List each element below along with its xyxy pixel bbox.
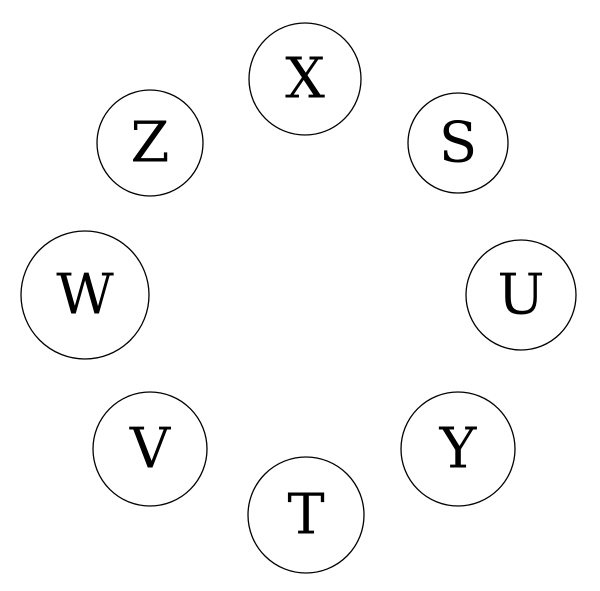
node-y-circle: [400, 391, 516, 507]
node-t-circle: [247, 456, 365, 574]
node-t-label: T: [287, 483, 324, 548]
node-s-label: S: [439, 111, 477, 176]
node-z: Z: [96, 89, 204, 197]
node-z-label: Z: [131, 111, 170, 176]
node-u: U: [465, 239, 577, 351]
node-y: Y: [400, 391, 516, 507]
node-y-label: Y: [439, 417, 478, 482]
node-u-circle: [465, 239, 577, 351]
node-t: T: [247, 456, 365, 574]
node-x-circle: [248, 22, 362, 136]
node-u-label: U: [497, 263, 544, 328]
node-z-circle: [96, 89, 204, 197]
node-w-circle: [20, 230, 150, 360]
node-s: S: [407, 92, 509, 194]
node-w-label: W: [56, 263, 114, 328]
node-x-label: X: [285, 47, 325, 112]
node-x: X: [248, 22, 362, 136]
node-s-circle: [407, 92, 509, 194]
node-v-label: V: [129, 417, 172, 482]
node-w: W: [20, 230, 150, 360]
node-v: V: [92, 391, 208, 507]
node-v-circle: [92, 391, 208, 507]
